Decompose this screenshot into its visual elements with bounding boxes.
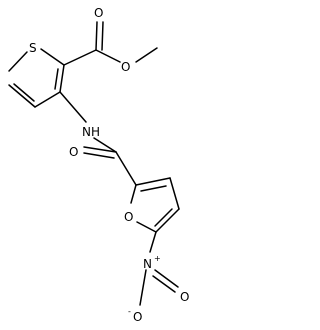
bond-c2-c3 [59, 64, 65, 93]
charge-o-nitro-lower: - [128, 307, 131, 316]
bond-c4-c5 [8, 84, 36, 108]
bond-c3-n [59, 91, 87, 123]
bond-fc4-c5-double [154, 208, 173, 227]
bond-fc5-o [136, 221, 157, 233]
charge-n-nitro: + [154, 254, 161, 263]
bond-n-o-upper-double [152, 275, 176, 293]
atom-o-ester-ether: O [121, 60, 130, 74]
bond-amide-co [83, 146, 117, 153]
bond-camide-c2furan [115, 151, 137, 186]
atom-label-layer: S O O NH O O N + O O - [29, 6, 189, 324]
bond-fc5-n [149, 231, 157, 253]
bond-ester-c-o [95, 49, 121, 63]
bond-c3-c4 [34, 91, 61, 108]
bond-layer [8, 21, 180, 306]
bond-c2-ccarbonyl [63, 49, 97, 66]
atom-o-nitro-lower: O [133, 310, 142, 324]
molecule-canvas: S O O NH O O N + O O - [8, 6, 189, 324]
bond-s-c2 [40, 48, 65, 66]
atom-o-amide-carbonyl: O [69, 145, 78, 159]
bond-s-c5 [8, 51, 28, 72]
structure-diagram: S O O NH O O N + O O - [8, 6, 189, 324]
atom-o-nitro-upper: O [180, 290, 189, 304]
bond-n-o-lower [139, 269, 147, 306]
bond-ester-co [95, 21, 98, 51]
bond-amide-co-double [83, 152, 115, 159]
atom-o-furan: O [124, 210, 133, 224]
bond-fc2-c3 [135, 177, 171, 186]
bond-c4-c5-double [13, 83, 35, 102]
bond-o-methyl [135, 47, 158, 63]
atom-n-nitro: N [143, 257, 152, 271]
atom-s-thiophene: S [29, 41, 37, 55]
bond-fc4-c5 [155, 208, 180, 233]
bond-n-o-upper [154, 269, 179, 288]
bond-c2-c3-double [54, 68, 59, 90]
bond-fc2-c3-double [140, 185, 167, 192]
bond-n-camide [93, 137, 117, 153]
bond-ester-co-double [101, 21, 104, 51]
bond-fc2-o [130, 184, 137, 204]
atom-n-amide: NH [82, 125, 100, 139]
bond-fc3-c4 [169, 177, 180, 210]
atom-o-ester-carbonyl: O [94, 6, 103, 20]
